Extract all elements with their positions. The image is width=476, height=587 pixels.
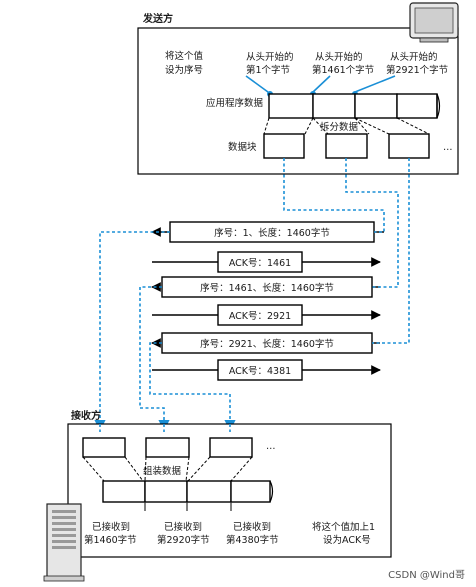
split-guide-2: [312, 117, 370, 135]
monitor-icon: [409, 2, 459, 43]
receiver-note-line1: 将这个值加上1: [312, 521, 375, 533]
pointer1-line1: 从头开始的: [246, 51, 294, 63]
message-text-1: 序号：1、长度：1460字节: [214, 227, 330, 239]
receiver-title: 接收方: [71, 409, 101, 422]
received1-line2: 第1460字节: [84, 534, 137, 546]
sender-note-line1: 将这个值: [165, 50, 204, 62]
split-guide-1: [263, 117, 314, 135]
flow-chunk1-in: [94, 231, 170, 432]
received3-line2: 第4380字节: [226, 534, 279, 546]
flow-chunk1-out: [283, 158, 385, 233]
split-guide-3: [354, 117, 430, 135]
assembled-data-bar: [102, 480, 274, 503]
pointer3-line1: 从头开始的: [390, 51, 438, 63]
receiver-ellipsis: …: [266, 441, 276, 452]
server-icon: [43, 503, 85, 582]
receiver-note-line2: 设为ACK号: [323, 534, 371, 546]
pointer1-leader: [245, 75, 269, 93]
sender-ellipsis: …: [443, 142, 453, 153]
message-text-3: 序号：1461、长度：1460字节: [200, 282, 334, 294]
received1-line1: 已接收到: [92, 521, 130, 533]
message-text-2: ACK号：1461: [229, 258, 291, 269]
message-text-4: ACK号：2921: [229, 311, 291, 322]
sender-title: 发送方: [142, 12, 173, 25]
app-data-bar: [268, 93, 441, 119]
data-chunk-2: [325, 133, 368, 159]
received2-line2: 第2920字节: [157, 534, 210, 546]
app-data-label: 应用程序数据: [206, 97, 264, 109]
data-chunk-1: [263, 133, 305, 159]
pointer1-line2: 第1个字节: [246, 64, 290, 76]
sender-note-line2: 设为序号: [165, 64, 203, 76]
assemble-guide-1: [82, 456, 144, 482]
received-chunk-2: [145, 437, 190, 458]
data-chunk-3: [388, 133, 430, 159]
message-text-6: ACK号：4381: [229, 366, 291, 377]
assemble-label: 组装数据: [143, 465, 182, 477]
pointer3-leader: [354, 75, 396, 93]
assemble-guide-3: [187, 456, 253, 482]
received2-line1: 已接收到: [164, 521, 202, 533]
watermark: CSDN @Wind哥: [388, 569, 465, 581]
received3-line1: 已接收到: [233, 521, 271, 533]
assemble-guide-2: [144, 456, 190, 482]
flow-chunk2-out: [345, 158, 399, 288]
flow-chunk2-in: [139, 286, 170, 432]
flow-chunk3-out: [372, 158, 410, 344]
chunk-label: 数据块: [228, 141, 257, 153]
received-chunk-3: [209, 437, 253, 458]
pointer3-line2: 第2921个字节: [386, 64, 448, 76]
pointer2-leader: [312, 75, 331, 93]
pointer2-line2: 第1461个字节: [312, 64, 374, 76]
split-label: 拆分数据: [320, 121, 359, 133]
flow-chunk3-in: [149, 342, 236, 432]
message-text-5: 序号：2921、长度：1460字节: [200, 338, 334, 350]
pointer2-line1: 从头开始的: [315, 51, 363, 63]
received-chunk-1: [82, 437, 126, 458]
